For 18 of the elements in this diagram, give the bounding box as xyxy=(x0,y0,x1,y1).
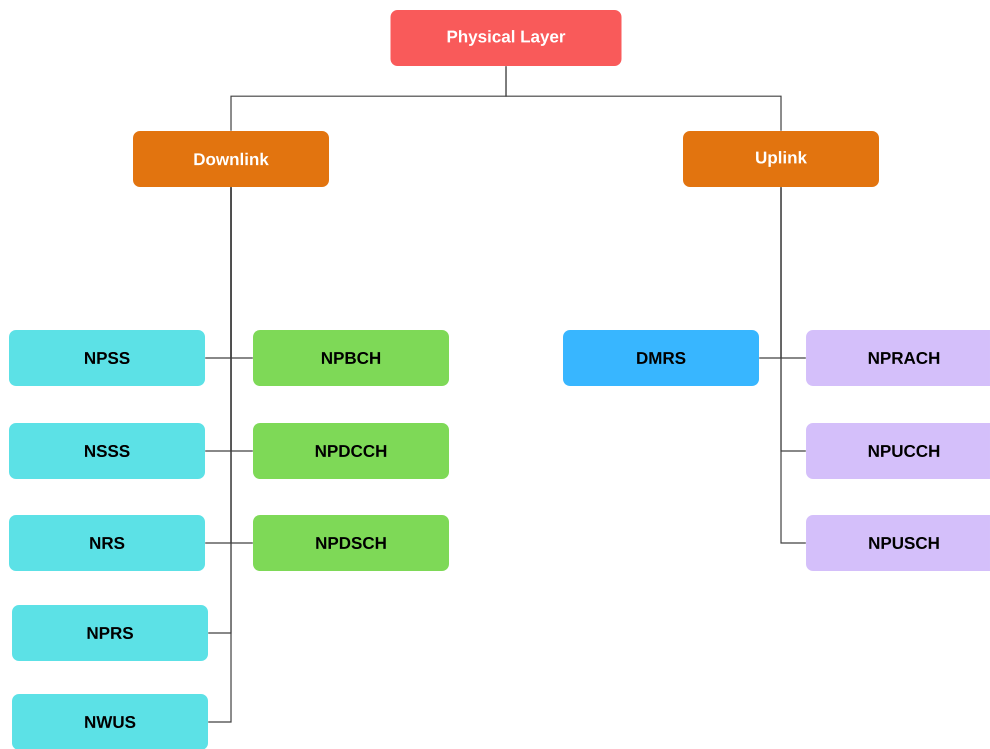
channel-box: NPBCH xyxy=(253,330,449,386)
signal-box: DMRS xyxy=(563,330,759,386)
signal-box: NSSS xyxy=(9,422,205,479)
signal-box: NPSS xyxy=(9,330,205,386)
category-box: Uplink xyxy=(683,130,879,187)
channel-box: NPDSCH xyxy=(253,514,449,571)
signal-box: NPRS xyxy=(12,604,208,661)
channel-box: NPDCCH xyxy=(253,422,449,479)
connector-line xyxy=(208,187,232,723)
signal-box: NRS xyxy=(9,514,205,571)
channel-box: NPUCCH xyxy=(806,422,990,479)
signal-box: NWUS xyxy=(12,694,208,749)
category-box: Downlink xyxy=(133,130,329,187)
root-box: Physical Layer xyxy=(390,10,622,66)
connector-line xyxy=(505,66,782,131)
channel-box: NPRACH xyxy=(806,330,990,386)
channel-box: NPUSCH xyxy=(806,514,990,571)
connector-line xyxy=(780,187,806,544)
